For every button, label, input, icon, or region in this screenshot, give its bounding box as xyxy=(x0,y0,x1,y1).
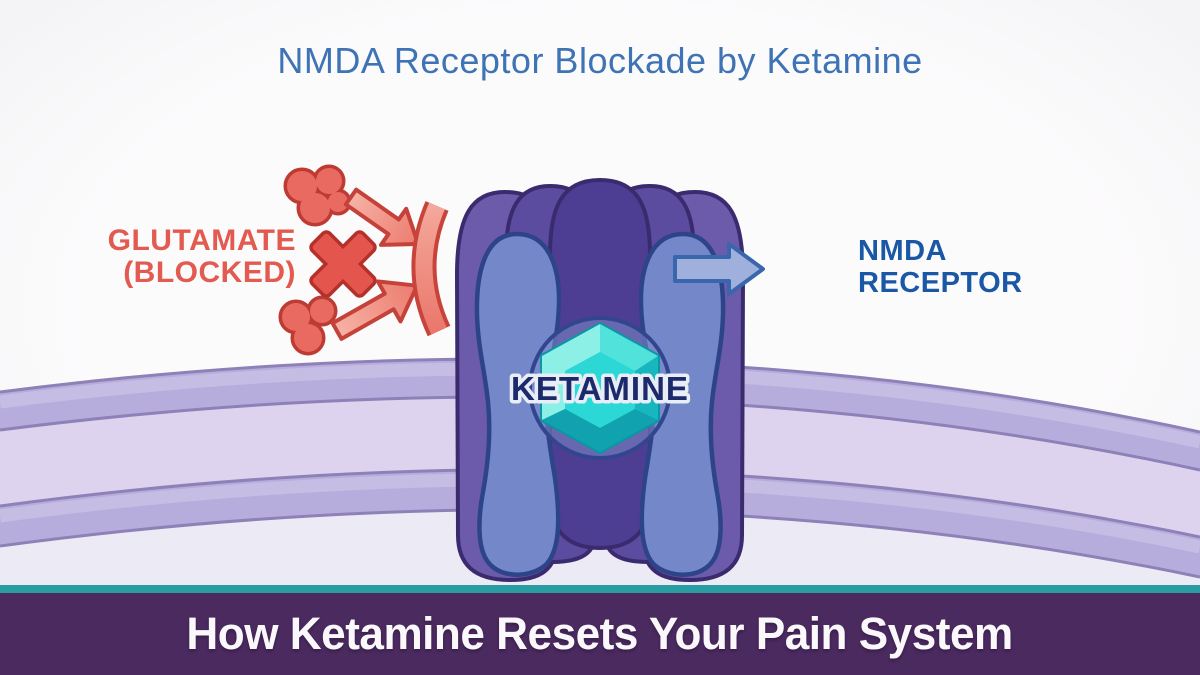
glutamate-blocked-group: GLUTAMATE (BLOCKED) xyxy=(108,164,451,356)
nmda-receptor-label-line1: NMDA xyxy=(858,235,947,267)
blockade-arc-icon xyxy=(411,201,451,337)
caption-banner: How Ketamine Resets Your Pain System xyxy=(0,593,1200,675)
nmda-arrow-icon xyxy=(673,242,765,296)
banner-teal-divider xyxy=(0,585,1200,593)
blocked-arrow-top-icon xyxy=(343,187,421,247)
ketamine-hexagon-icon xyxy=(540,322,660,454)
nmda-receptor-callout: NMDA RECEPTOR xyxy=(673,235,1023,299)
blocked-x-icon xyxy=(309,230,377,298)
page-title: NMDA Receptor Blockade by Ketamine xyxy=(277,40,922,81)
nmda-receptor-label-line2: RECEPTOR xyxy=(858,267,1023,299)
glutamate-molecule-bottom-icon xyxy=(278,295,338,356)
glutamate-label-line1: GLUTAMATE xyxy=(108,224,296,257)
banner-caption: How Ketamine Resets Your Pain System xyxy=(186,608,1014,659)
glutamate-label-line2: (BLOCKED) xyxy=(123,256,296,289)
membrane-below-region xyxy=(0,509,1200,600)
ketamine-label: KETAMINE xyxy=(511,370,689,407)
nmda-receptor-graphic: KETAMINE xyxy=(454,177,746,583)
blocked-arrow-bottom-icon xyxy=(330,279,420,341)
